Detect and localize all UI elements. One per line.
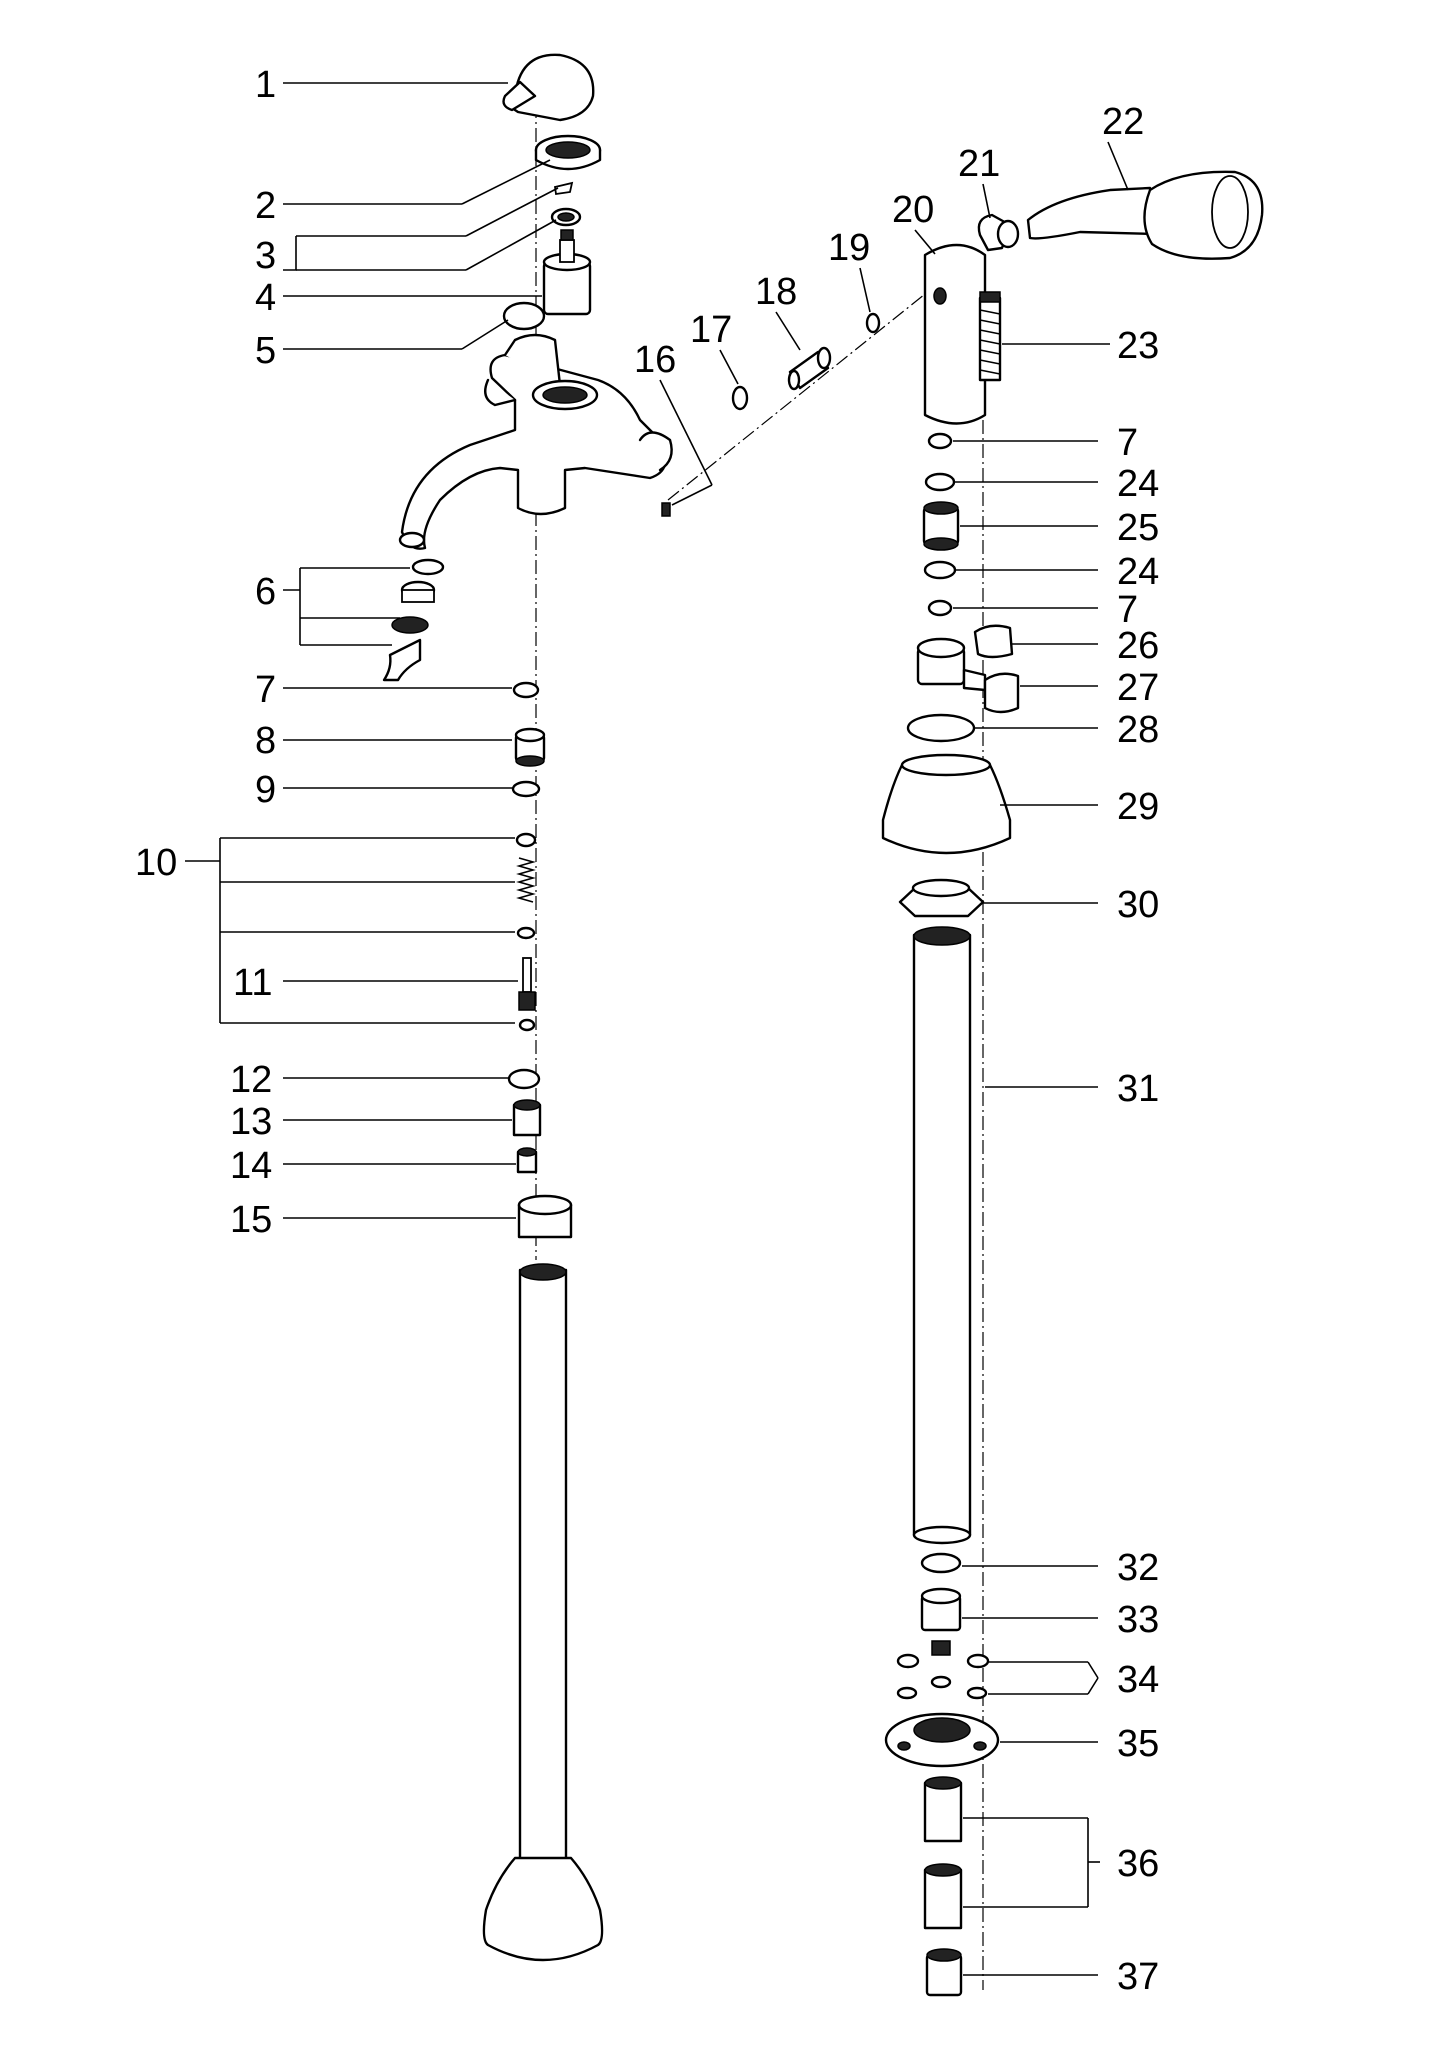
part-3-clip-washer [550, 181, 582, 227]
callout-24-top: 24 [1117, 463, 1159, 505]
mixer-body [398, 333, 673, 550]
callout-12: 12 [230, 1059, 272, 1101]
callout-10: 10 [135, 842, 177, 884]
part-5-cap-disc [502, 301, 546, 331]
part-31-riser-pipe [912, 926, 972, 1545]
callout-28: 28 [1117, 709, 1159, 751]
callout-27: 27 [1117, 667, 1159, 709]
callout-1: 1 [255, 64, 276, 106]
callout-14: 14 [230, 1145, 272, 1187]
part-15-sleeve [517, 1194, 573, 1239]
callout-18: 18 [755, 271, 797, 313]
callout-26: 26 [1117, 625, 1159, 667]
part-10-spring-set [515, 832, 537, 940]
callout-32: 32 [1117, 1547, 1159, 1589]
part-22-hand-shower [1026, 170, 1264, 260]
callout-2: 2 [255, 185, 276, 227]
left-riser-pipe [518, 1263, 568, 1872]
part-4-cartridge [542, 229, 592, 316]
part-27-holder [916, 637, 1020, 714]
part-30-hex-nut [898, 878, 985, 918]
callout-7-right-top: 7 [1117, 422, 1138, 464]
part-24-o-ring-top [924, 472, 956, 492]
callout-21: 21 [958, 143, 1000, 185]
part-2-cap-ring [534, 134, 602, 171]
part-33-adapter [920, 1587, 962, 1632]
part-25-coupling [922, 501, 960, 551]
callout-31: 31 [1117, 1068, 1159, 1110]
callout-13: 13 [230, 1101, 272, 1143]
left-floor-cone [482, 1856, 604, 1962]
side-outlet-axis [667, 289, 931, 501]
part-11-spindle [518, 957, 536, 1032]
part-32-ring [920, 1552, 962, 1574]
part-17-o-ring [731, 385, 749, 411]
part-1-lever-handle [502, 53, 595, 122]
callout-4: 4 [255, 277, 276, 319]
part-34-nuts-washers [896, 1653, 990, 1700]
part-6-aerator-set [382, 558, 445, 682]
callout-16: 16 [634, 339, 676, 381]
callout-11: 11 [233, 962, 272, 1004]
part-7-o-ring-right-top [927, 432, 953, 450]
callout-35: 35 [1117, 1723, 1159, 1765]
callout-7-left: 7 [255, 669, 276, 711]
part-9-o-ring [511, 780, 541, 798]
part-19-o-ring [865, 312, 881, 334]
part-16-grub-screw [661, 502, 671, 517]
callout-34: 34 [1117, 1659, 1159, 1701]
part-12-ring [507, 1068, 541, 1090]
callout-9: 9 [255, 769, 276, 811]
callout-15: 15 [230, 1199, 272, 1241]
part-14-bushing [516, 1147, 538, 1174]
leader-lines [185, 82, 1129, 1976]
callout-22: 22 [1102, 101, 1144, 143]
part-23-hose [978, 291, 1002, 382]
callout-5: 5 [255, 330, 276, 372]
callout-30: 30 [1117, 884, 1159, 926]
part-7-o-ring-left [512, 681, 540, 699]
callout-37: 37 [1117, 1956, 1159, 1998]
part-35-flange [884, 1712, 1000, 1768]
callout-23: 23 [1117, 325, 1159, 367]
part-26-clip [973, 624, 1014, 659]
part-18-connector [787, 346, 832, 391]
callout-36: 36 [1117, 1843, 1159, 1885]
callout-3: 3 [255, 235, 276, 277]
callout-25: 25 [1117, 507, 1159, 549]
part-8-valve-insert [514, 727, 546, 767]
part-24-o-ring-bottom [923, 560, 957, 580]
part-36-extension-sleeves [923, 1776, 963, 1930]
callout-7-right-bottom: 7 [1117, 589, 1138, 631]
callout-33: 33 [1117, 1599, 1159, 1641]
part-37-nipple [925, 1948, 963, 1997]
callout-6: 6 [255, 571, 276, 613]
part-29-cone-rosette [881, 753, 1012, 855]
part-21-hose-swivel [977, 213, 1020, 252]
callout-20: 20 [892, 189, 934, 231]
part-20-shower-elbow [923, 243, 987, 425]
callout-29: 29 [1117, 786, 1159, 828]
part-33-lower-nipple [931, 1640, 951, 1656]
callout-19: 19 [828, 227, 870, 269]
part-7-o-ring-right-bottom [927, 599, 953, 617]
callout-8: 8 [255, 720, 276, 762]
part-28-ring [906, 713, 976, 743]
callout-24-bottom: 24 [1117, 551, 1159, 593]
part-13-nipple [512, 1099, 542, 1137]
callout-17: 17 [690, 309, 732, 351]
callout-labels: 1 2 3 4 5 6 7 8 9 10 11 12 13 14 15 16 1… [135, 64, 1159, 1998]
